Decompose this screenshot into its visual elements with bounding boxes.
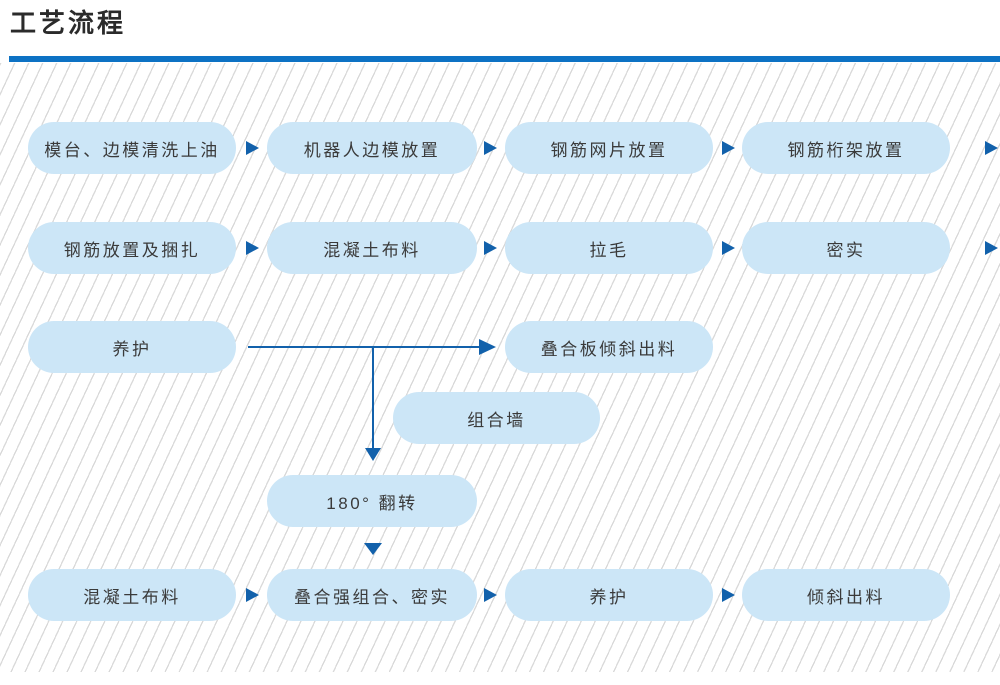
- arrow-right-icon: [484, 141, 497, 155]
- node-slab-tilt-output: 叠合板倾斜出料: [505, 321, 713, 373]
- page-title: 工艺流程: [10, 8, 127, 38]
- node-tilt-output: 倾斜出料: [742, 569, 950, 621]
- node-compacting: 密实: [742, 222, 950, 274]
- node-180-flip: 180° 翻转: [267, 475, 477, 527]
- node-roughening: 拉毛: [505, 222, 713, 274]
- node-curing-2: 养护: [505, 569, 713, 621]
- arrow-right-icon: [722, 588, 735, 602]
- arrow-right-icon: [985, 141, 998, 155]
- node-rebar-truss: 钢筋桁架放置: [742, 122, 950, 174]
- arrow-right-icon: [246, 141, 259, 155]
- arrowhead-down-icon: [365, 448, 381, 461]
- arrow-down-icon: [364, 543, 382, 555]
- arrow-right-icon: [985, 241, 998, 255]
- arrow-right-icon: [484, 588, 497, 602]
- title-divider-bar: [9, 56, 1000, 62]
- node-composite-wall: 组合墙: [393, 392, 600, 444]
- node-concrete-spreading-2: 混凝土布料: [28, 569, 236, 621]
- arrow-right-icon: [722, 241, 735, 255]
- node-curing: 养护: [28, 321, 236, 373]
- node-composite-assembly: 叠合强组合、密实: [267, 569, 477, 621]
- flow-line-vertical: [372, 346, 374, 448]
- arrow-right-icon: [246, 241, 259, 255]
- arrow-right-icon: [722, 141, 735, 155]
- node-rebar-mesh: 钢筋网片放置: [505, 122, 713, 174]
- arrow-right-icon: [484, 241, 497, 255]
- arrow-right-icon: [246, 588, 259, 602]
- arrowhead-right-icon: [479, 339, 496, 355]
- node-concrete-spreading: 混凝土布料: [267, 222, 477, 274]
- node-mold-cleaning: 模台、边模清洗上油: [28, 122, 236, 174]
- node-robot-side-mold: 机器人边模放置: [267, 122, 477, 174]
- flow-line-horizontal: [248, 346, 480, 348]
- node-rebar-binding: 钢筋放置及捆扎: [28, 222, 236, 274]
